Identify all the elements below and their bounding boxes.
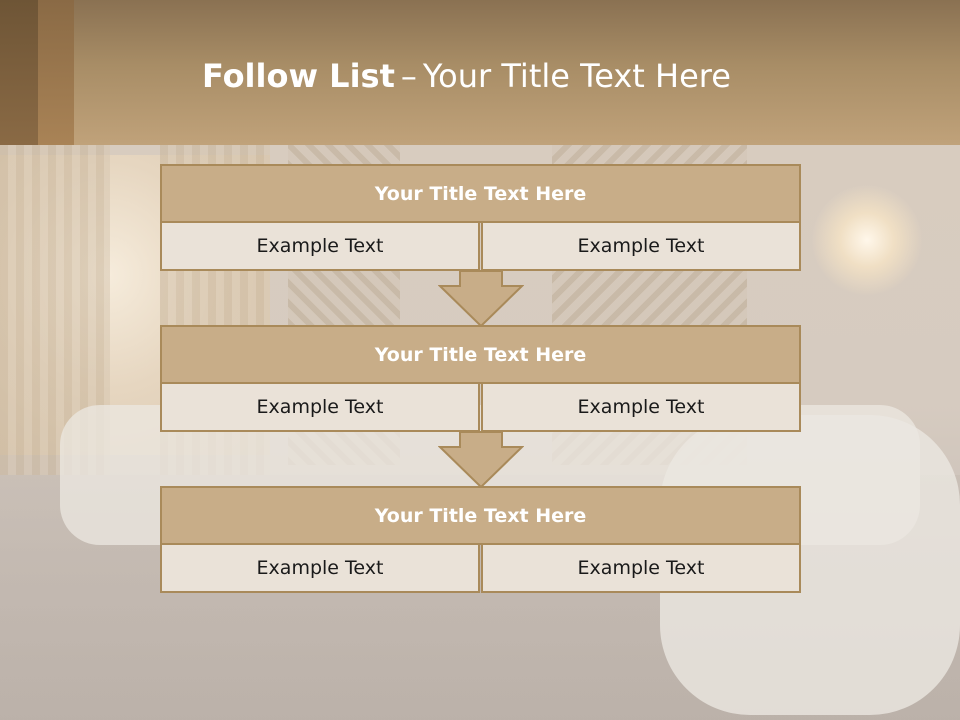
step-title: Your Title Text Here <box>160 325 801 384</box>
wall-lamp <box>812 185 922 295</box>
title-dash: – <box>400 57 417 95</box>
step-cell-right: Example Text <box>481 382 801 432</box>
step-row: Example Text Example Text <box>160 382 801 432</box>
slide-title: Follow List–Your Title Text Here <box>202 54 731 98</box>
step-row: Example Text Example Text <box>160 221 801 271</box>
header-accent-strip <box>38 0 74 145</box>
title-bold: Follow List <box>202 57 395 95</box>
step-title: Your Title Text Here <box>160 164 801 223</box>
down-arrow-icon <box>438 270 524 328</box>
step-cell-left: Example Text <box>160 221 480 271</box>
down-arrow-icon <box>438 431 524 489</box>
step-cell-right: Example Text <box>481 543 801 593</box>
header-accent-strip <box>0 0 38 145</box>
step-row: Example Text Example Text <box>160 543 801 593</box>
step-cell-left: Example Text <box>160 382 480 432</box>
step-cell-right: Example Text <box>481 221 801 271</box>
title-rest: Your Title Text Here <box>422 57 731 95</box>
header-band: Follow List–Your Title Text Here <box>0 0 960 145</box>
step-title: Your Title Text Here <box>160 486 801 545</box>
step-cell-left: Example Text <box>160 543 480 593</box>
